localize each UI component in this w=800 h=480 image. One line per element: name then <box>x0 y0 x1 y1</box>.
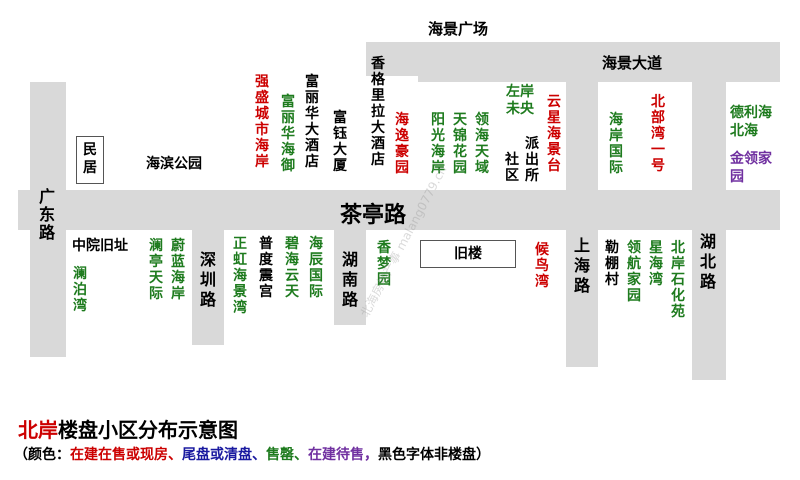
legend-selling: 在建在售或现房、 <box>70 447 182 463</box>
legend-upcoming: 在建待售， <box>308 447 378 463</box>
guangdong-road-label: 广东路 <box>39 187 56 242</box>
shanghai-road-label: 上海路 <box>574 236 591 295</box>
shenzhen-road <box>192 230 224 345</box>
xinghai-estate: 星海湾 <box>649 240 663 288</box>
haijing-avenue-road <box>418 42 780 82</box>
shenzhen-road-label: 深圳路 <box>200 250 217 309</box>
legend-title-colored: 北岸 <box>18 418 58 442</box>
legend-open: （颜色： <box>14 447 70 463</box>
beian-shihua-estate: 北岸石化苑 <box>671 240 685 320</box>
main-road-label: 茶亭路 <box>340 203 407 228</box>
linghang-estate: 领航家园 <box>627 240 641 304</box>
legend-finished: 尾盘或清盘、 <box>182 447 266 463</box>
shequ-label: 社区 <box>505 152 519 184</box>
yunxing-estate: 云星海景台 <box>547 94 561 174</box>
hunan-road <box>334 230 366 325</box>
zuoan-label: 左岸未央 <box>506 84 534 117</box>
legend-colors: （颜色：在建在售或现房、尾盘或清盘、售罄、在建待售，黑色字体非楼盘） <box>14 444 490 464</box>
jiulou-box: 旧楼 <box>420 240 516 268</box>
tianjin-estate: 天锦花园 <box>453 112 467 176</box>
lanbo-estate: 澜泊湾 <box>73 266 87 314</box>
main-road-chating <box>18 190 780 230</box>
bihai-estate: 碧海云天 <box>285 236 299 300</box>
minju-box: 民居 <box>76 136 104 184</box>
haiyi-estate: 海逸豪园 <box>395 112 409 176</box>
lanting-estate: 澜亭天际 <box>149 238 163 302</box>
zhenghong-estate: 正虹海景湾 <box>233 236 247 316</box>
haichen-estate: 海辰国际 <box>309 236 323 300</box>
hunan-road-label: 湖南路 <box>342 250 359 309</box>
legend-normal: 黑色字体非楼盘） <box>378 447 490 463</box>
fuli-hotel-label: 富丽华大酒店 <box>305 74 319 170</box>
haijing-square-road <box>366 42 418 76</box>
paichusuo-label: 派出所 <box>525 136 539 184</box>
haijing-square-label: 海景广场 <box>428 20 489 38</box>
guangdong-road <box>30 82 66 357</box>
legend-title: 北岸楼盘小区分布示意图 <box>18 414 238 443</box>
fuyu-building-label: 富钰大厦 <box>333 110 347 174</box>
xiangge-hotel-label: 香格里拉大酒店 <box>371 56 385 168</box>
qiangsheng-estate: 强盛城市海岸 <box>255 74 269 170</box>
weilan-estate: 蔚蓝海岸 <box>171 238 185 302</box>
zuoan-estate: 左岸未央 <box>506 84 540 118</box>
puduzhen-label: 普度震宫 <box>259 236 273 300</box>
deli-estate: 德利海北海 <box>730 104 778 140</box>
fuli-haiyu-estate: 富丽华海御 <box>281 94 295 174</box>
shanghai-road <box>566 82 598 367</box>
xiangmeng-estate: 香梦园 <box>377 240 391 288</box>
hubei-road <box>692 82 726 380</box>
houniao-estate: 候鸟湾 <box>535 242 549 290</box>
beibu-estate: 北部湾一号 <box>651 94 665 174</box>
deli-label: 德利海北海 <box>730 105 772 139</box>
lepeng-village-label: 勒棚村 <box>605 240 619 288</box>
linghai-estate: 领海天域 <box>475 112 489 176</box>
yangguang-estate: 阳光海岸 <box>431 112 445 176</box>
haijing-avenue-label: 海景大道 <box>602 54 663 72</box>
jinling-label: 金领家园 <box>730 151 772 185</box>
minju-label: 民居 <box>83 142 97 176</box>
haian-guoji-estate: 海岸国际 <box>609 112 623 176</box>
jinling-estate: 金领家园 <box>730 150 778 186</box>
hubei-road-label: 湖北路 <box>700 232 717 291</box>
legend-soldout: 售罄、 <box>266 447 308 463</box>
haibin-park-label: 海滨公园 <box>146 156 202 172</box>
jiulou-label: 旧楼 <box>454 246 482 262</box>
legend-title-rest: 楼盘小区分布示意图 <box>58 418 238 442</box>
zhongyuan-label: 中院旧址 <box>72 238 128 254</box>
